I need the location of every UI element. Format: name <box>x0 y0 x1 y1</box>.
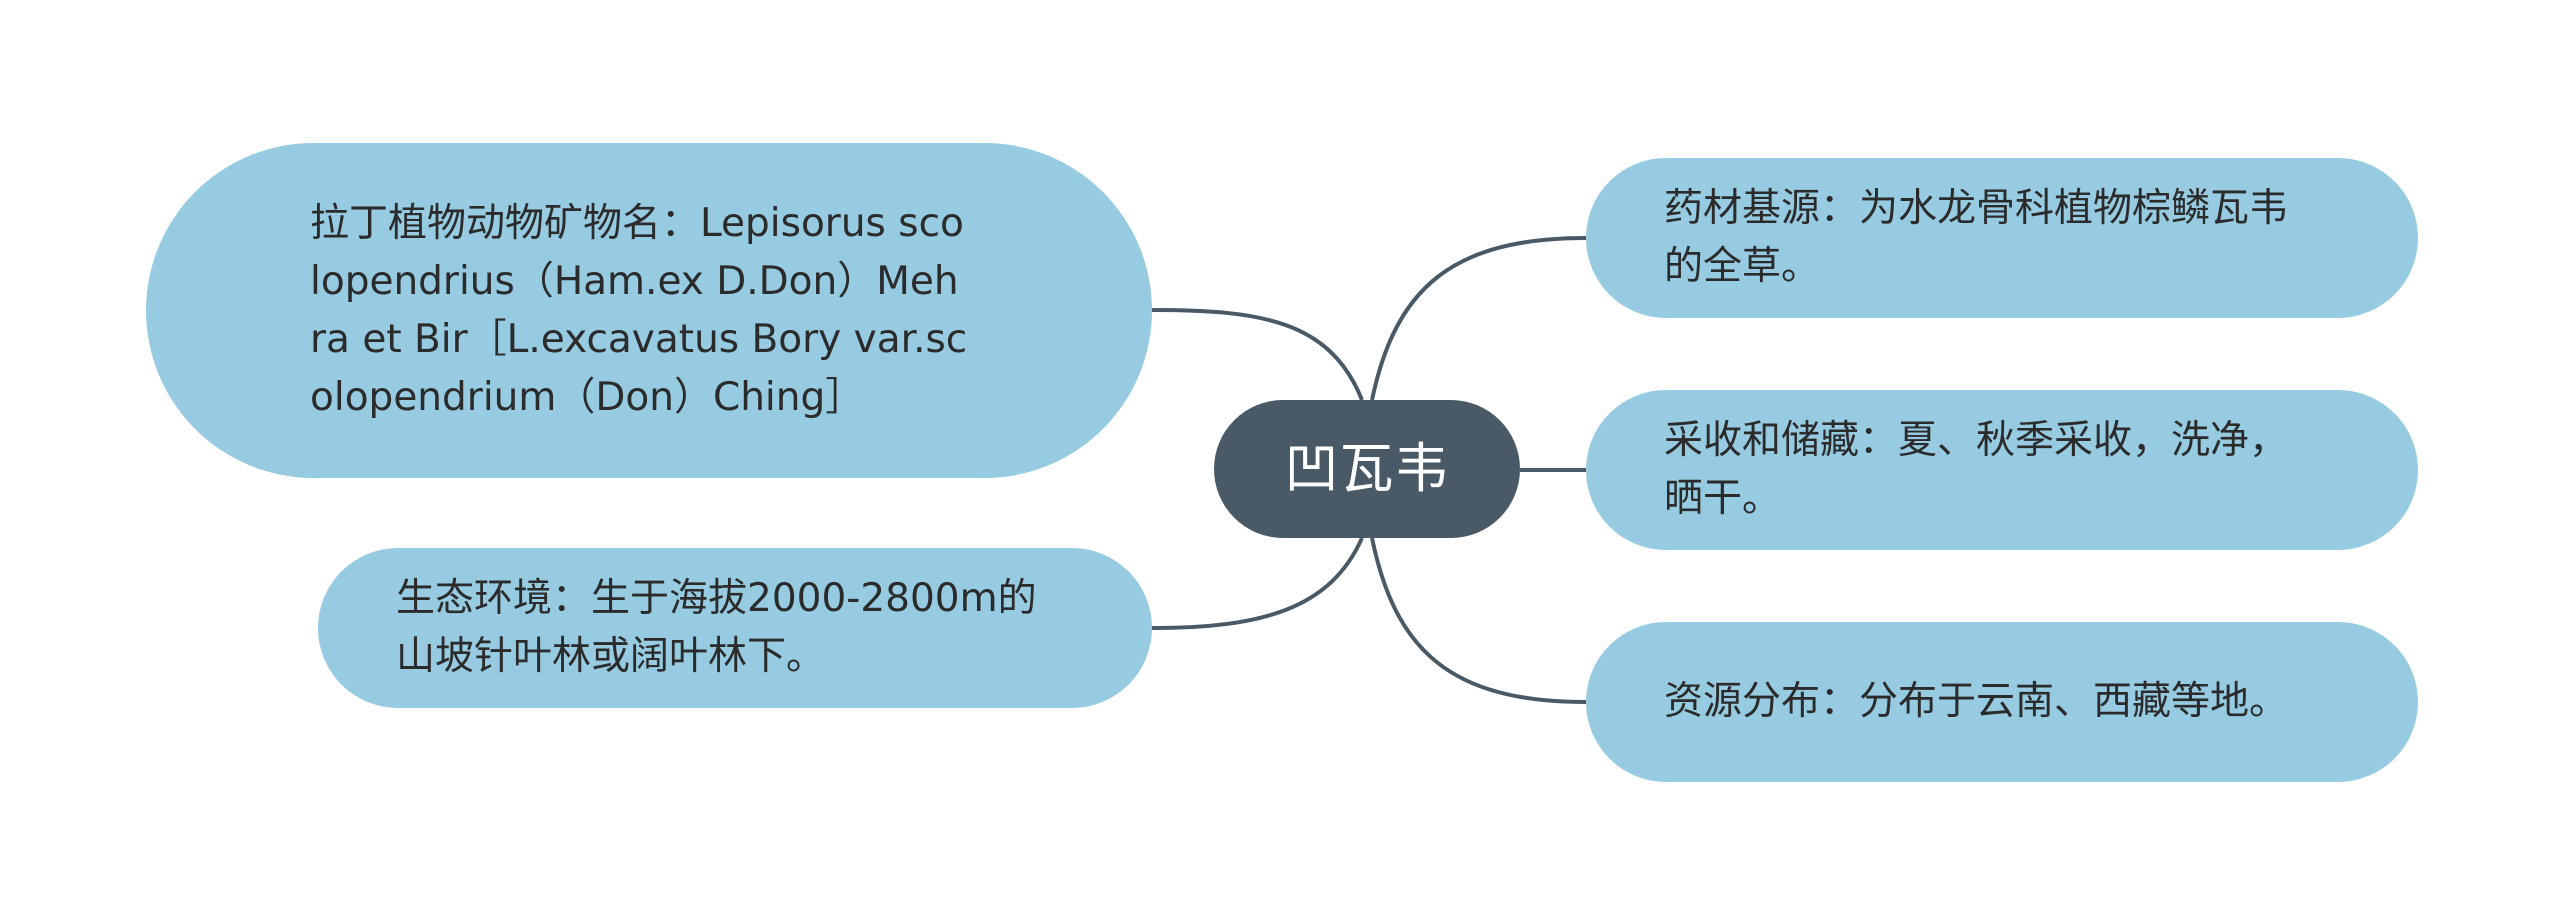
connector-distribution <box>1370 537 1587 704</box>
topic-distribution[interactable]: 资源分布：分布于云南、西藏等地。 <box>1586 622 2418 782</box>
topic-label: 药材基源：为水龙骨科植物棕鳞瓦韦的全草。 <box>1664 186 2289 289</box>
root-label: 凹瓦韦 <box>1284 437 1450 500</box>
topic-harvest[interactable]: 采收和储藏：夏、秋季采收，洗净，晒干。 <box>1586 390 2418 550</box>
topic-label: 采收和储藏：夏、秋季采收，洗净，晒干。 <box>1664 418 2289 521</box>
topic-label: 生态环境：生于海拔2000-2800m的山坡针叶林或阔叶林下。 <box>396 576 1037 679</box>
topic-latin-name[interactable]: 拉丁植物动物矿物名：Lepisorus scolopendrius（Ham.ex… <box>146 143 1152 478</box>
root-node[interactable]: 凹瓦韦 <box>1214 400 1520 538</box>
connector-source <box>1370 236 1587 401</box>
topic-habitat[interactable]: 生态环境：生于海拔2000-2800m的山坡针叶林或阔叶林下。 <box>318 548 1152 708</box>
connector-habitat <box>1151 537 1364 630</box>
topic-label: 资源分布：分布于云南、西藏等地。 <box>1664 679 2289 724</box>
topic-source[interactable]: 药材基源：为水龙骨科植物棕鳞瓦韦的全草。 <box>1586 158 2418 318</box>
connector-latin-name <box>1151 308 1364 401</box>
topic-label: 拉丁植物动物矿物名：Lepisorus scolopendrius（Ham.ex… <box>310 200 968 420</box>
